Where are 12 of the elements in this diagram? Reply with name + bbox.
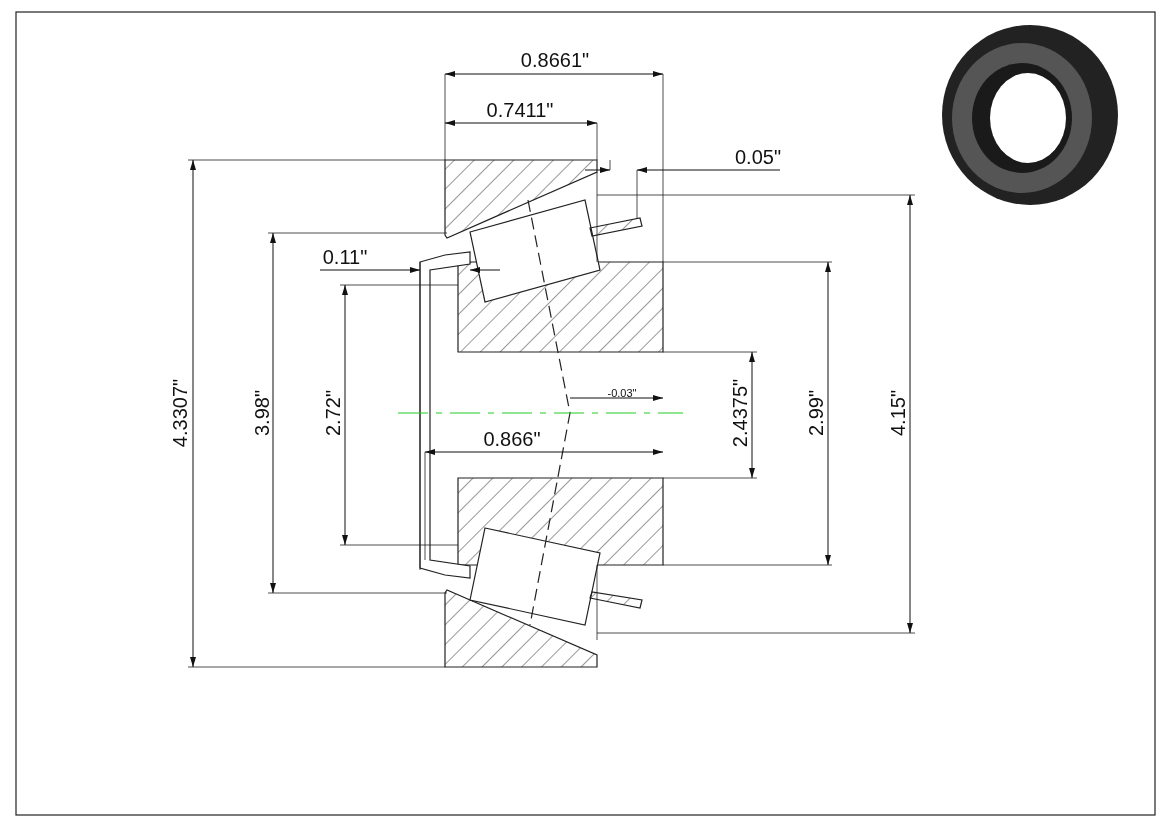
dimension-label: 3.98" xyxy=(252,390,272,436)
dimension-label: 4.15" xyxy=(888,390,908,436)
dimension-label: 0.8661" xyxy=(520,50,590,70)
dimension-label: 2.4375" xyxy=(730,378,750,448)
dimension-label: 0.7411" xyxy=(486,100,554,120)
dimension-label: 4.3307" xyxy=(170,378,190,448)
dimension-label: -0.03" xyxy=(607,387,637,399)
dimension-label: 0.05" xyxy=(735,147,781,167)
dimension-label: 2.72" xyxy=(323,390,343,436)
dimension-label: 0.11" xyxy=(322,247,368,267)
dimension-label: 2.99" xyxy=(806,390,826,436)
dimension-label: 0.866" xyxy=(483,429,541,449)
